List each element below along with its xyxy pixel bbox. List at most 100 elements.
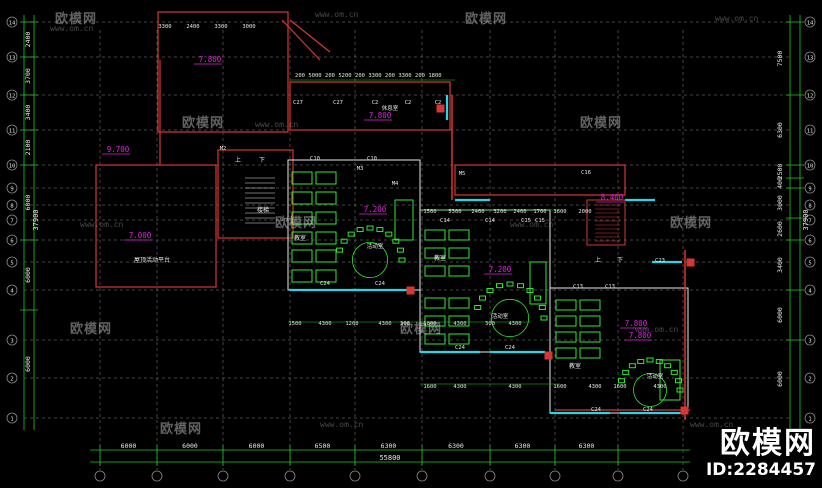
wall-corridor-top — [289, 81, 451, 131]
window-tag: C14 — [440, 218, 451, 224]
axis-label-left: 10 — [9, 164, 16, 170]
level-text: 7.800 — [629, 331, 652, 340]
window-tag: C24 — [591, 407, 602, 413]
wall-classroom-3 — [549, 287, 689, 414]
activity-ring — [534, 295, 542, 301]
axis-bubble-left — [6, 16, 18, 28]
axis-label-left: 5 — [10, 261, 13, 267]
model-id: ID:2284457 — [705, 460, 816, 480]
window-tag: M2 — [220, 146, 227, 152]
axis-bubble-bottom — [217, 470, 229, 482]
desk — [424, 297, 446, 309]
activity-ring — [664, 363, 672, 369]
dim-text-right: 7500 — [776, 51, 784, 67]
window-tag: C24 — [455, 345, 466, 351]
room-label-activity: 活动室 — [492, 312, 509, 320]
shelf — [394, 199, 414, 241]
dim-text-top: 3000 — [242, 24, 255, 30]
column-marker — [544, 351, 553, 360]
watermark-text: 欧模网 — [70, 322, 113, 337]
desk — [555, 315, 577, 327]
axis-bubble-bottom — [549, 470, 561, 482]
stair-down-label: 下 — [617, 257, 623, 264]
desk — [291, 231, 313, 245]
activity-ring — [356, 227, 364, 233]
level-text: 7.800 — [369, 111, 392, 120]
watermark-text: 欧模网 — [182, 116, 225, 131]
axis-label-left: 9 — [10, 187, 13, 193]
dim-text-top: 3300 — [398, 73, 411, 79]
activity-ring — [617, 378, 625, 384]
dim-text-top: 200 — [325, 73, 335, 79]
axis-bubble-bottom — [349, 470, 361, 482]
axis-bubble-right — [804, 412, 816, 424]
wall-stair-room — [217, 149, 294, 239]
axis-label-right: 2 — [808, 377, 811, 383]
dim-text-left: 3700 — [24, 68, 32, 84]
dim-text-right-row: 1700 — [533, 209, 546, 215]
axis-label-right: 5 — [808, 261, 811, 267]
watermark-text: 欧模网 — [465, 12, 508, 27]
axis-label-right: 1 — [808, 417, 811, 423]
axis-label-left: 6 — [10, 239, 13, 245]
dim-total-left: 37900 — [32, 209, 40, 230]
stair-up-label: 上 — [235, 156, 241, 164]
desk — [291, 211, 313, 225]
wall-diagonal-top — [281, 19, 321, 61]
stair-down-label: 下 — [259, 157, 265, 164]
axis-label-right: 14 — [807, 21, 814, 27]
dim-text-top: 1800 — [428, 73, 441, 79]
window-tag: C10 — [367, 156, 377, 162]
axis-bubble-left — [6, 214, 18, 226]
window-tag: C24 — [375, 281, 386, 287]
watermark-url: www.om.cn — [50, 24, 94, 33]
dim-text-bottom-row: 4300 — [588, 384, 601, 390]
watermark-url: www.om.cn — [635, 325, 679, 334]
dim-text-bottom: 6000 — [121, 442, 137, 450]
column-marker — [686, 258, 695, 267]
window-tag: M4 — [392, 181, 399, 187]
axis-label-left: 3 — [10, 339, 13, 345]
axis-bubble-left — [6, 334, 18, 346]
window-tag: C2 — [435, 100, 442, 106]
dim-text-right: 6000 — [776, 371, 784, 387]
watermark-url: www.om.cn — [255, 120, 299, 129]
watermark-url: www.om.cn — [315, 10, 359, 19]
window-tag: C13 — [605, 284, 615, 290]
axis-label-left: 12 — [9, 94, 16, 100]
watermark-url: www.om.cn — [690, 420, 734, 429]
axis-label-right: 9 — [808, 187, 811, 193]
desk — [448, 315, 470, 327]
dim-text-right-row: 2400 — [513, 209, 526, 215]
dim-text-right-row: 1500 — [423, 209, 436, 215]
desk — [555, 347, 577, 359]
wall-diagonal-top-2 — [289, 19, 331, 53]
dim-text-mid: 1200 — [345, 321, 358, 327]
dim-text-right-row: 2000 — [578, 209, 591, 215]
dim-text-left: 2400 — [24, 32, 32, 48]
dim-text-bottom: 6000 — [249, 442, 265, 450]
dim-text-right: 3000 — [776, 195, 784, 211]
window-tag: C15 — [535, 218, 545, 224]
dim-text-left: 3400 — [24, 105, 32, 121]
dim-text-top: 5200 — [338, 73, 351, 79]
desk — [424, 265, 446, 277]
window-tag: C15 — [521, 218, 531, 224]
axis-bubble-left — [6, 182, 18, 194]
wall-block-top-left — [157, 11, 289, 133]
dim-text-bottom: 6300 — [579, 442, 595, 450]
dim-text-top: 3300 — [214, 24, 227, 30]
wall-corridor-mid — [454, 164, 626, 196]
watermark-url: www.om.cn — [80, 220, 124, 229]
level-text: 7.800 — [199, 55, 222, 64]
dim-text-mid: 300 — [400, 321, 410, 327]
window-tag: C27 — [293, 100, 303, 106]
desk — [448, 247, 470, 259]
desk — [579, 299, 601, 311]
watermark-text: 欧模网 — [670, 216, 713, 231]
axis-bubble-left — [6, 234, 18, 246]
stair-up-label: 上 — [595, 256, 601, 264]
axis-bubble-bottom — [612, 470, 624, 482]
watermark-url: www.om.cn — [715, 14, 759, 23]
activity-ring — [392, 238, 400, 244]
